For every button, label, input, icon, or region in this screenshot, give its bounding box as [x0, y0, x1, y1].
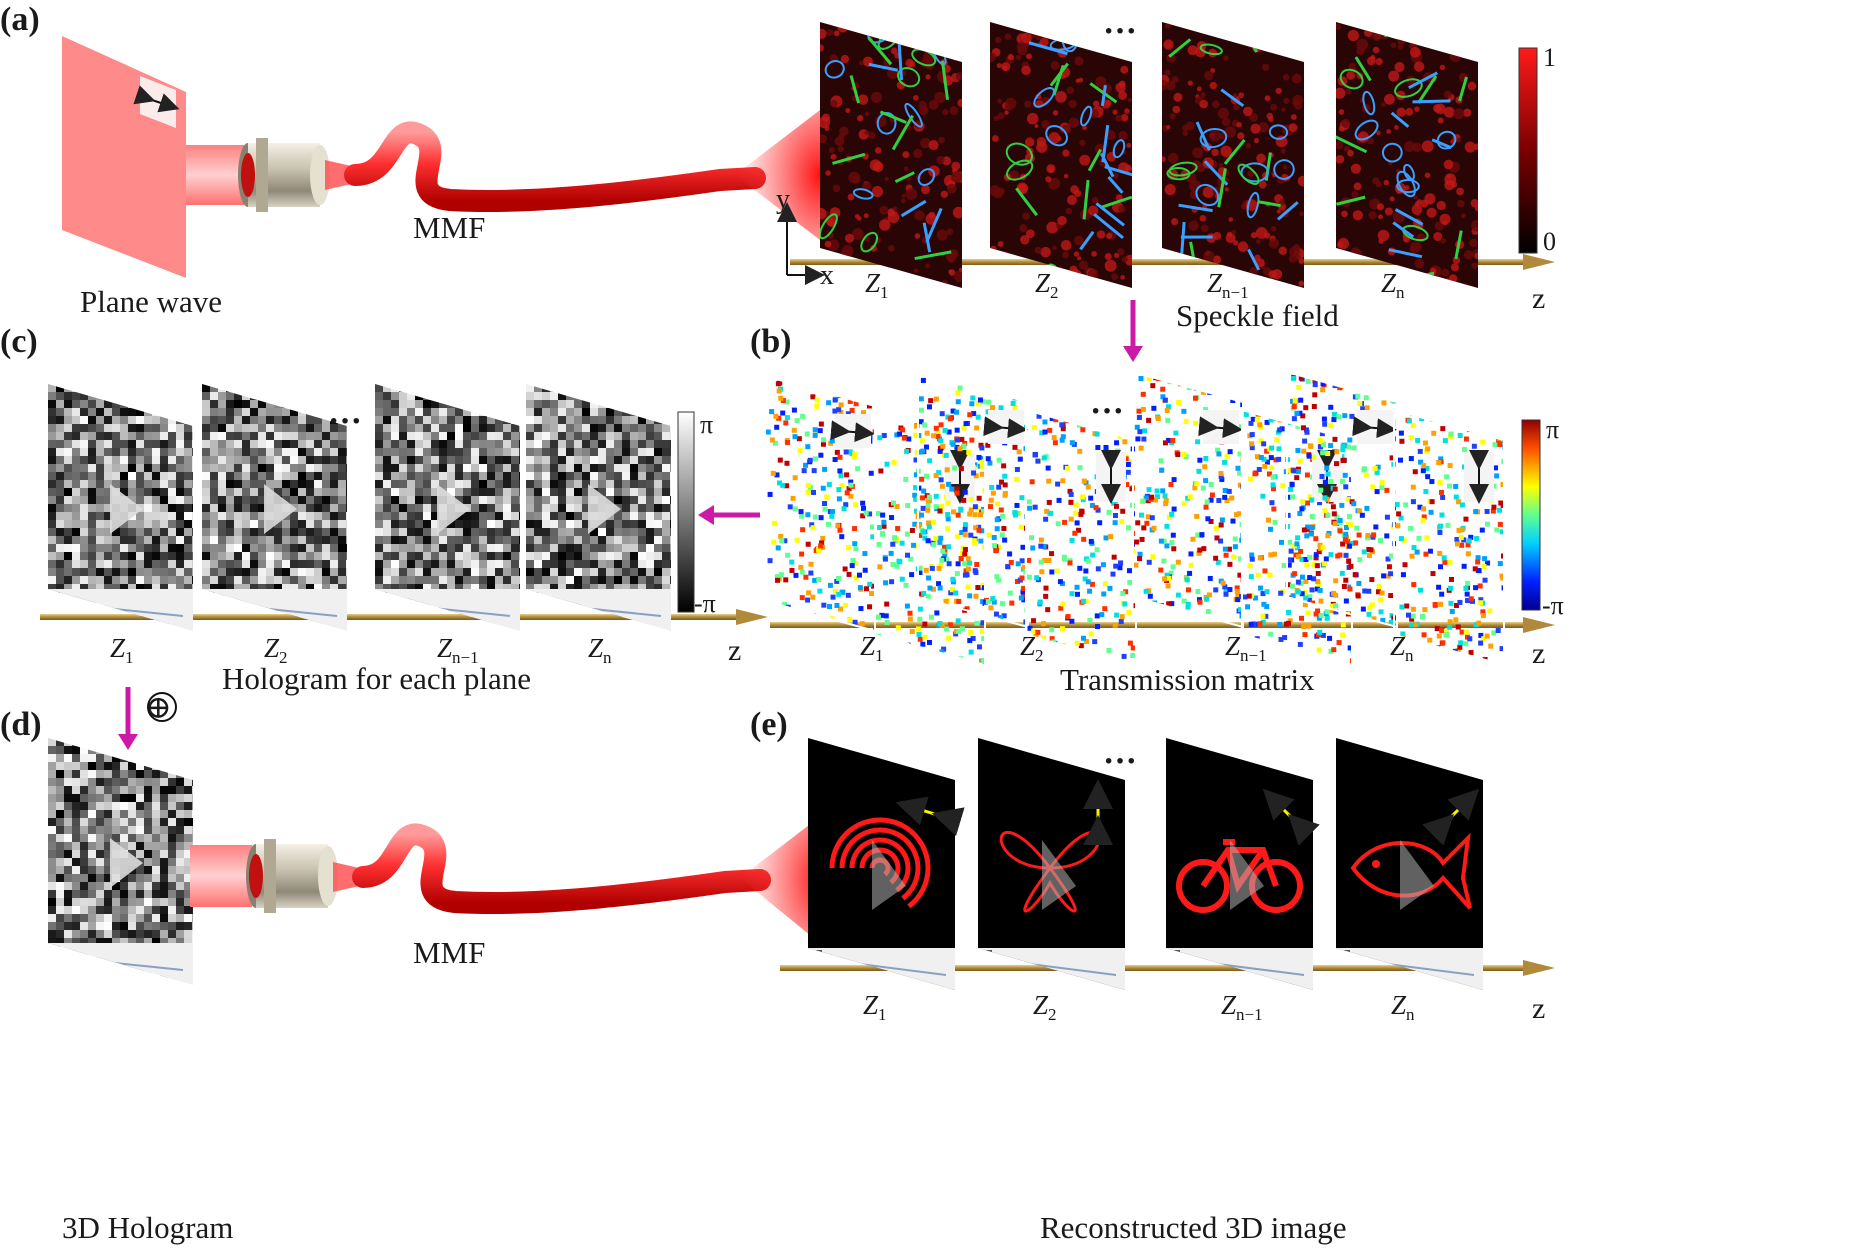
panel-letter-a: (a) [0, 1, 40, 38]
hologram-plane-4 [526, 384, 678, 634]
arrow-c-to-d [118, 687, 138, 750]
vertical-polarization-icon-6 [1312, 452, 1342, 502]
objective-lens-icon-d [246, 839, 338, 913]
output-cone-a [735, 110, 820, 240]
caption-3d-hologram: 3D Hologram [62, 1210, 233, 1245]
plane-label-c-1: Z1 [110, 633, 134, 667]
horizontal-polarization-icon-3 [988, 410, 1024, 444]
plane-label-e-4: Zn [1391, 990, 1415, 1024]
tm-plane-5 [1133, 372, 1248, 632]
colorbar-c-min: -π [694, 589, 716, 618]
horizontal-polarization-icon-7 [1357, 410, 1393, 444]
colorbar-a-max: 1 [1543, 43, 1556, 72]
ellipsis-c: ··· [328, 403, 362, 440]
plane-label-e-1: Z1 [863, 990, 887, 1024]
arrow-a-to-b [1123, 300, 1143, 362]
plane-label-b-2: Z2 [1020, 631, 1044, 665]
collimated-beam [186, 145, 244, 205]
vertical-polarization-icon-4 [1096, 452, 1126, 502]
panel-letter-e: (e) [750, 706, 788, 743]
plane-label-a-3: Zn−1 [1207, 268, 1249, 302]
panel-letter-c: (c) [0, 323, 38, 360]
panel-letter-b: (b) [750, 323, 792, 360]
hologram-3d-plane [48, 738, 200, 988]
plane-label-b-4: Zn [1390, 631, 1414, 665]
colorbar-b-max: π [1546, 415, 1559, 444]
speckle-plane-4 [1332, 17, 1483, 300]
caption-transmission-matrix: Transmission matrix [1060, 662, 1315, 697]
label-mmf-d: MMF [413, 935, 485, 970]
tm-plane-3 [918, 372, 1033, 631]
plane-wave-sheet [62, 36, 186, 278]
panel-d-optics [190, 815, 822, 945]
vertical-polarization-icon-8 [1464, 452, 1494, 502]
tm-plane-8 [1394, 410, 1507, 670]
plane-label-c-4: Zn [588, 633, 612, 667]
colorbar-c-max: π [700, 410, 713, 439]
horizontal-polarization-icon-5 [1203, 410, 1239, 444]
multimode-fiber-d [363, 834, 760, 903]
objective-lens-icon [238, 138, 330, 212]
horizontal-polarization-icon-1 [835, 414, 871, 448]
caption-speckle-field: Speckle field [1176, 298, 1339, 333]
plane-label-a-1: Z1 [865, 268, 889, 302]
speckle-plane-2 [987, 15, 1142, 300]
multimode-fiber-a [355, 132, 755, 201]
vertical-polarization-icon-2 [945, 452, 975, 502]
axis-label-z-e: z [1532, 992, 1545, 1025]
axis-label-z-b: z [1532, 637, 1545, 670]
colorbar-b-min: -π [1542, 591, 1564, 620]
colorbar-a-min: 0 [1543, 227, 1556, 256]
tm-plane-2 [875, 410, 989, 669]
ellipsis-e: ··· [1103, 743, 1137, 780]
plane-label-e-2: Z2 [1033, 990, 1057, 1024]
caption-plane-wave: Plane wave [80, 284, 222, 319]
plane-label-a-2: Z2 [1035, 268, 1059, 302]
ellipsis-a: ··· [1103, 13, 1137, 50]
plane-label-a-4: Zn [1381, 268, 1405, 302]
colorbar-hot [1519, 48, 1537, 253]
caption-hologram-each-plane: Hologram for each plane [222, 661, 531, 696]
speckle-plane-3 [1156, 19, 1311, 300]
plane-label-e-3: Zn−1 [1221, 990, 1263, 1024]
tm-plane-1 [765, 376, 880, 636]
ellipsis-b: ··· [1090, 393, 1124, 430]
arrow-b-to-c [698, 505, 760, 525]
colorbar-gray [678, 412, 694, 612]
hologram-plane-1 [48, 384, 200, 634]
panel-letter-d: (d) [0, 706, 42, 743]
tm-plane-4 [1026, 410, 1141, 669]
hologram-plane-3 [375, 384, 527, 634]
colorbar-jet [1522, 420, 1540, 610]
axis-label-z-a: z [1532, 282, 1545, 315]
axis-label-y: y [776, 184, 790, 215]
combine-symbol: ⊕ [145, 689, 172, 725]
speckle-plane-1 [815, 17, 966, 300]
caption-reconstructed-3d: Reconstructed 3D image [1040, 1210, 1346, 1245]
label-mmf-a: MMF [413, 210, 485, 245]
axis-label-z-c: z [728, 634, 741, 667]
